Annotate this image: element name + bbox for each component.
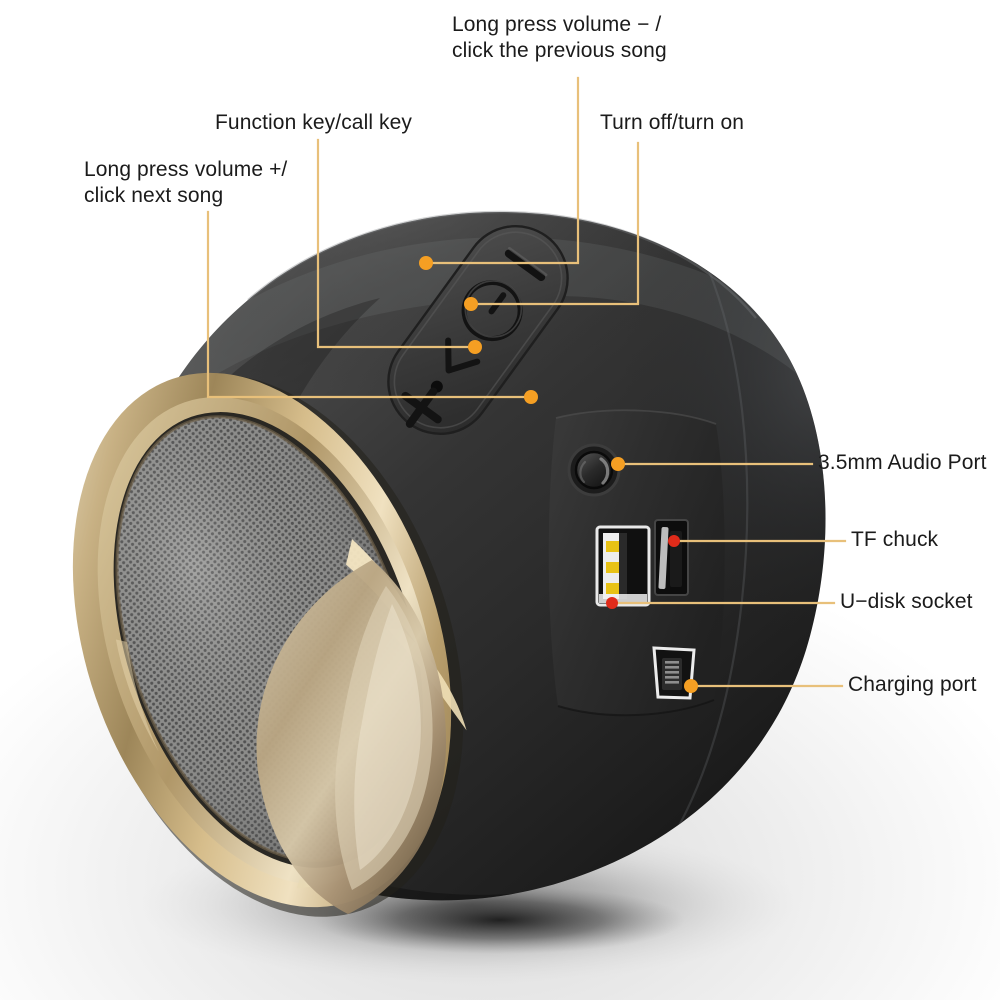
callout-label-line: click the previous song [452,38,667,62]
gold-side-panel [256,560,446,914]
bezel-specular-upper [346,539,432,665]
callout-label-audio-port: 3.5mm Audio Port [818,450,987,476]
tf-card-slot[interactable] [654,519,689,596]
leader-line-volume-up [206,210,533,399]
grille-shading [116,416,415,861]
contact-shadow [315,886,685,954]
ground-shadow [140,827,800,983]
callout-label-line: U−disk socket [840,590,973,613]
port-plate [548,409,725,717]
bezel-outer-shadow [77,374,464,917]
function-key[interactable] [434,337,481,381]
callout-dot-function-call-key [468,340,482,354]
audio-jack-3-5mm[interactable] [567,443,621,497]
leader-line-volume-down [424,76,580,265]
callout-dot-u-disk-socket [606,597,618,609]
volume-up-button[interactable] [388,374,455,441]
callout-label-function-call-key: Function key/call key [215,110,412,136]
speaker-front-assembly [72,372,467,917]
bezel-specular-left [115,639,159,752]
callout-label-power: Turn off/turn on [600,110,744,136]
callout-label-line: Charging port [848,673,977,696]
gold-bezel-outer [72,372,452,908]
callout-dot-volume-down [419,256,433,270]
volume-down-button[interactable] [503,246,548,282]
control-pad-recess [387,225,569,435]
callout-label-u-disk-socket: U−disk socket [840,589,973,615]
callout-dot-volume-up [524,390,538,404]
usb-a-port[interactable] [595,525,651,607]
callout-dot-tf-chuck [668,535,680,547]
callout-label-tf-chuck: TF chuck [851,527,938,553]
callout-label-line: Long press volume − / [452,13,662,36]
bezel-specular-lower [387,628,467,731]
gold-bezel-inner [97,396,436,885]
micro-usb-charging-port[interactable] [652,646,696,700]
leader-line-power [469,141,640,306]
callout-label-line: TF chuck [851,528,939,551]
power-button[interactable] [453,270,532,350]
bezel-specular-bottom [296,858,378,889]
callout-label-line: click next song [84,183,224,207]
callout-dot-audio-port [611,457,625,471]
callout-dot-power [464,297,478,311]
led-indicator [430,380,443,393]
speaker-grille [116,416,415,861]
callout-label-volume-up: Long press volume +/click next song [84,157,287,208]
callout-dot-charging-port [684,679,698,693]
callout-label-line: Function key/call key [215,111,413,134]
leader-line-function-call-key [316,138,477,349]
speaker-body [117,210,826,901]
control-panel [387,225,569,441]
callout-label-charging-port: Charging port [848,672,977,698]
callout-label-line: Long press volume +/ [84,158,288,181]
callout-label-line: Turn off/turn on [600,111,745,134]
callout-label-line: 3.5mm Audio Port [818,451,987,474]
callout-label-volume-down: Long press volume − /click the previous … [452,12,667,63]
grille-recess [113,412,424,868]
